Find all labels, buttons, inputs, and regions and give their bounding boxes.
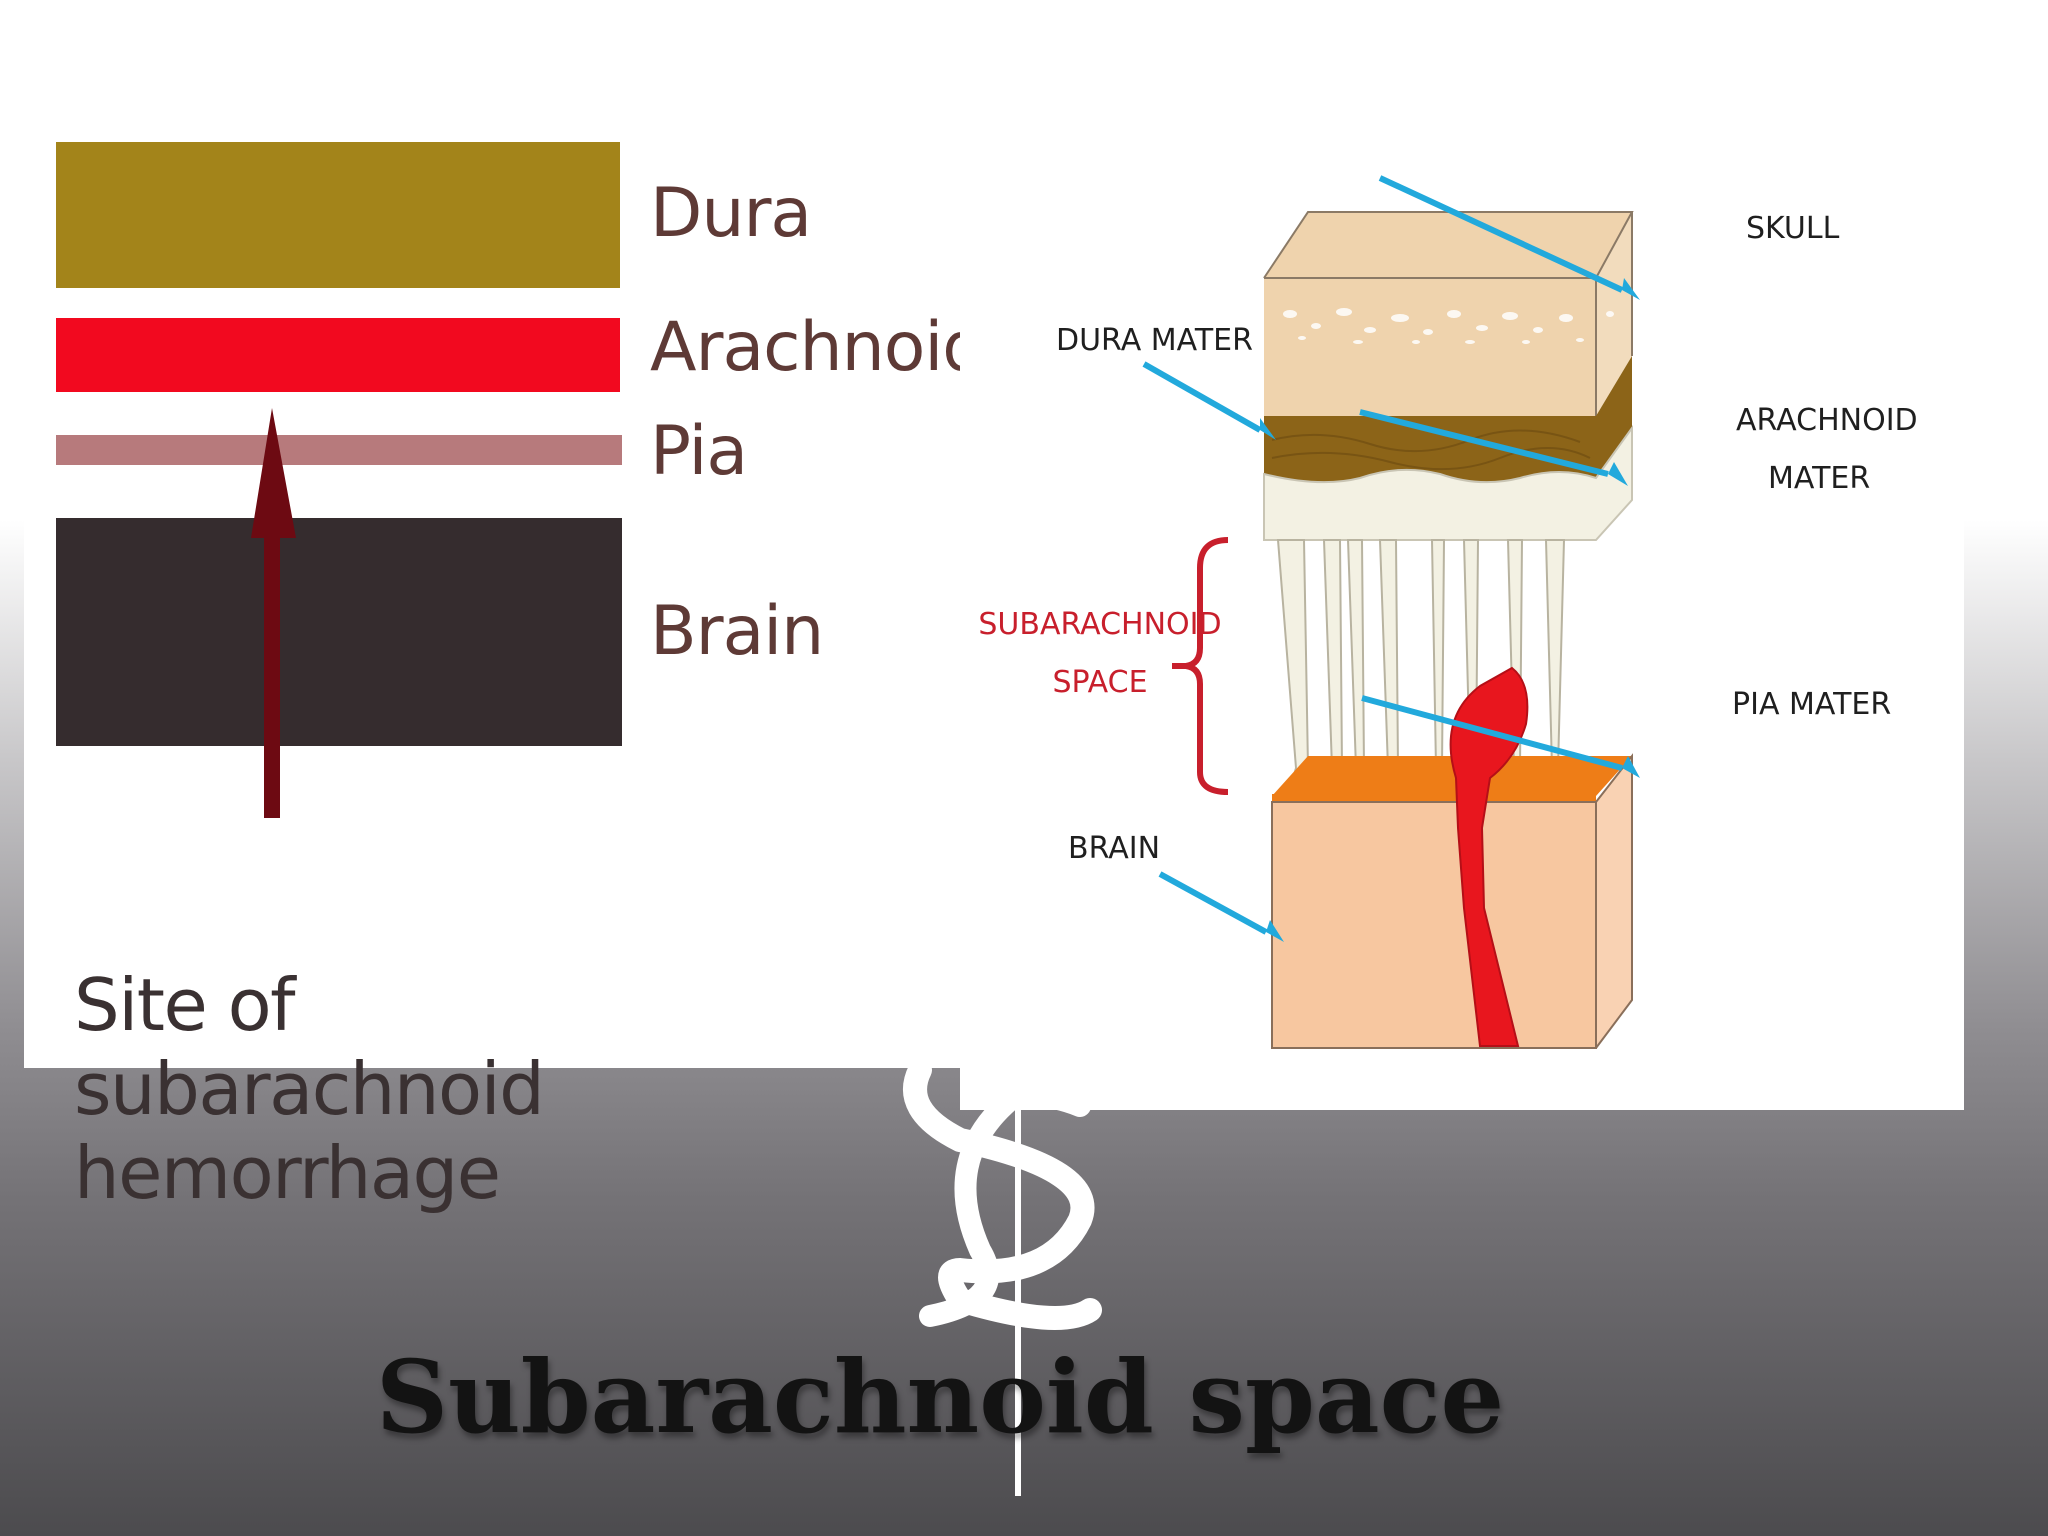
brain-label: Brain [650, 592, 824, 671]
skull-block [1263, 211, 1634, 416]
skull-porosity [1283, 308, 1614, 344]
dura-mater-layer [1264, 356, 1632, 483]
pointer-arrows [1142, 175, 1640, 942]
pia-pointer [1361, 695, 1623, 771]
dura-pointer [1142, 361, 1262, 433]
dura-mater-label: DURA MATER [1056, 323, 1253, 358]
hemorrhage-arrow [251, 408, 296, 818]
pia-label: Pia [650, 412, 748, 491]
pia-layer [56, 435, 622, 465]
arachnoid-pointer [1359, 409, 1609, 477]
arachnoid-trabeculae [1276, 539, 1574, 791]
arachnoid-label: Arachnoid [650, 308, 985, 387]
arachnoid-mater-label-line1: ARACHNOID [1736, 403, 1918, 438]
brain-label-right: BRAIN [1068, 831, 1160, 866]
dura-layer [56, 142, 620, 288]
site-of-hemorrhage-label: Site of subarachnoid hemorrhage [74, 963, 545, 1216]
up-arrow-icon [251, 408, 296, 818]
skull-pointer [1378, 175, 1624, 293]
brain-block [1271, 753, 1633, 1049]
pia-mater-layer [1272, 756, 1632, 796]
page-title: Subarachnoid space [375, 1338, 1505, 1456]
subarachnoid-space-label-line1: SUBARACHNOID [978, 607, 1221, 642]
subarachnoid-bracket [1172, 537, 1229, 795]
dura-label: Dura [650, 174, 812, 253]
arachnoid-layer [56, 318, 620, 392]
arachnoid-mater-label-line2: MATER [1768, 461, 1870, 496]
pia-mater-label: PIA MATER [1732, 687, 1891, 722]
meninges-illustration: SKULL DURA MATER ARACHNOID MATER PIA MAT… [960, 128, 1964, 1110]
brain-pointer [1158, 871, 1268, 935]
layers-diagram: Dura Arachnoid Pia Brain Site of subarac… [24, 128, 1024, 1215]
arachnoid-mater-layer [1263, 424, 1633, 541]
subarachnoid-space-label-line2: SPACE [1052, 665, 1147, 700]
skull-label: SKULL [1746, 211, 1840, 246]
brain-layer [56, 518, 622, 746]
